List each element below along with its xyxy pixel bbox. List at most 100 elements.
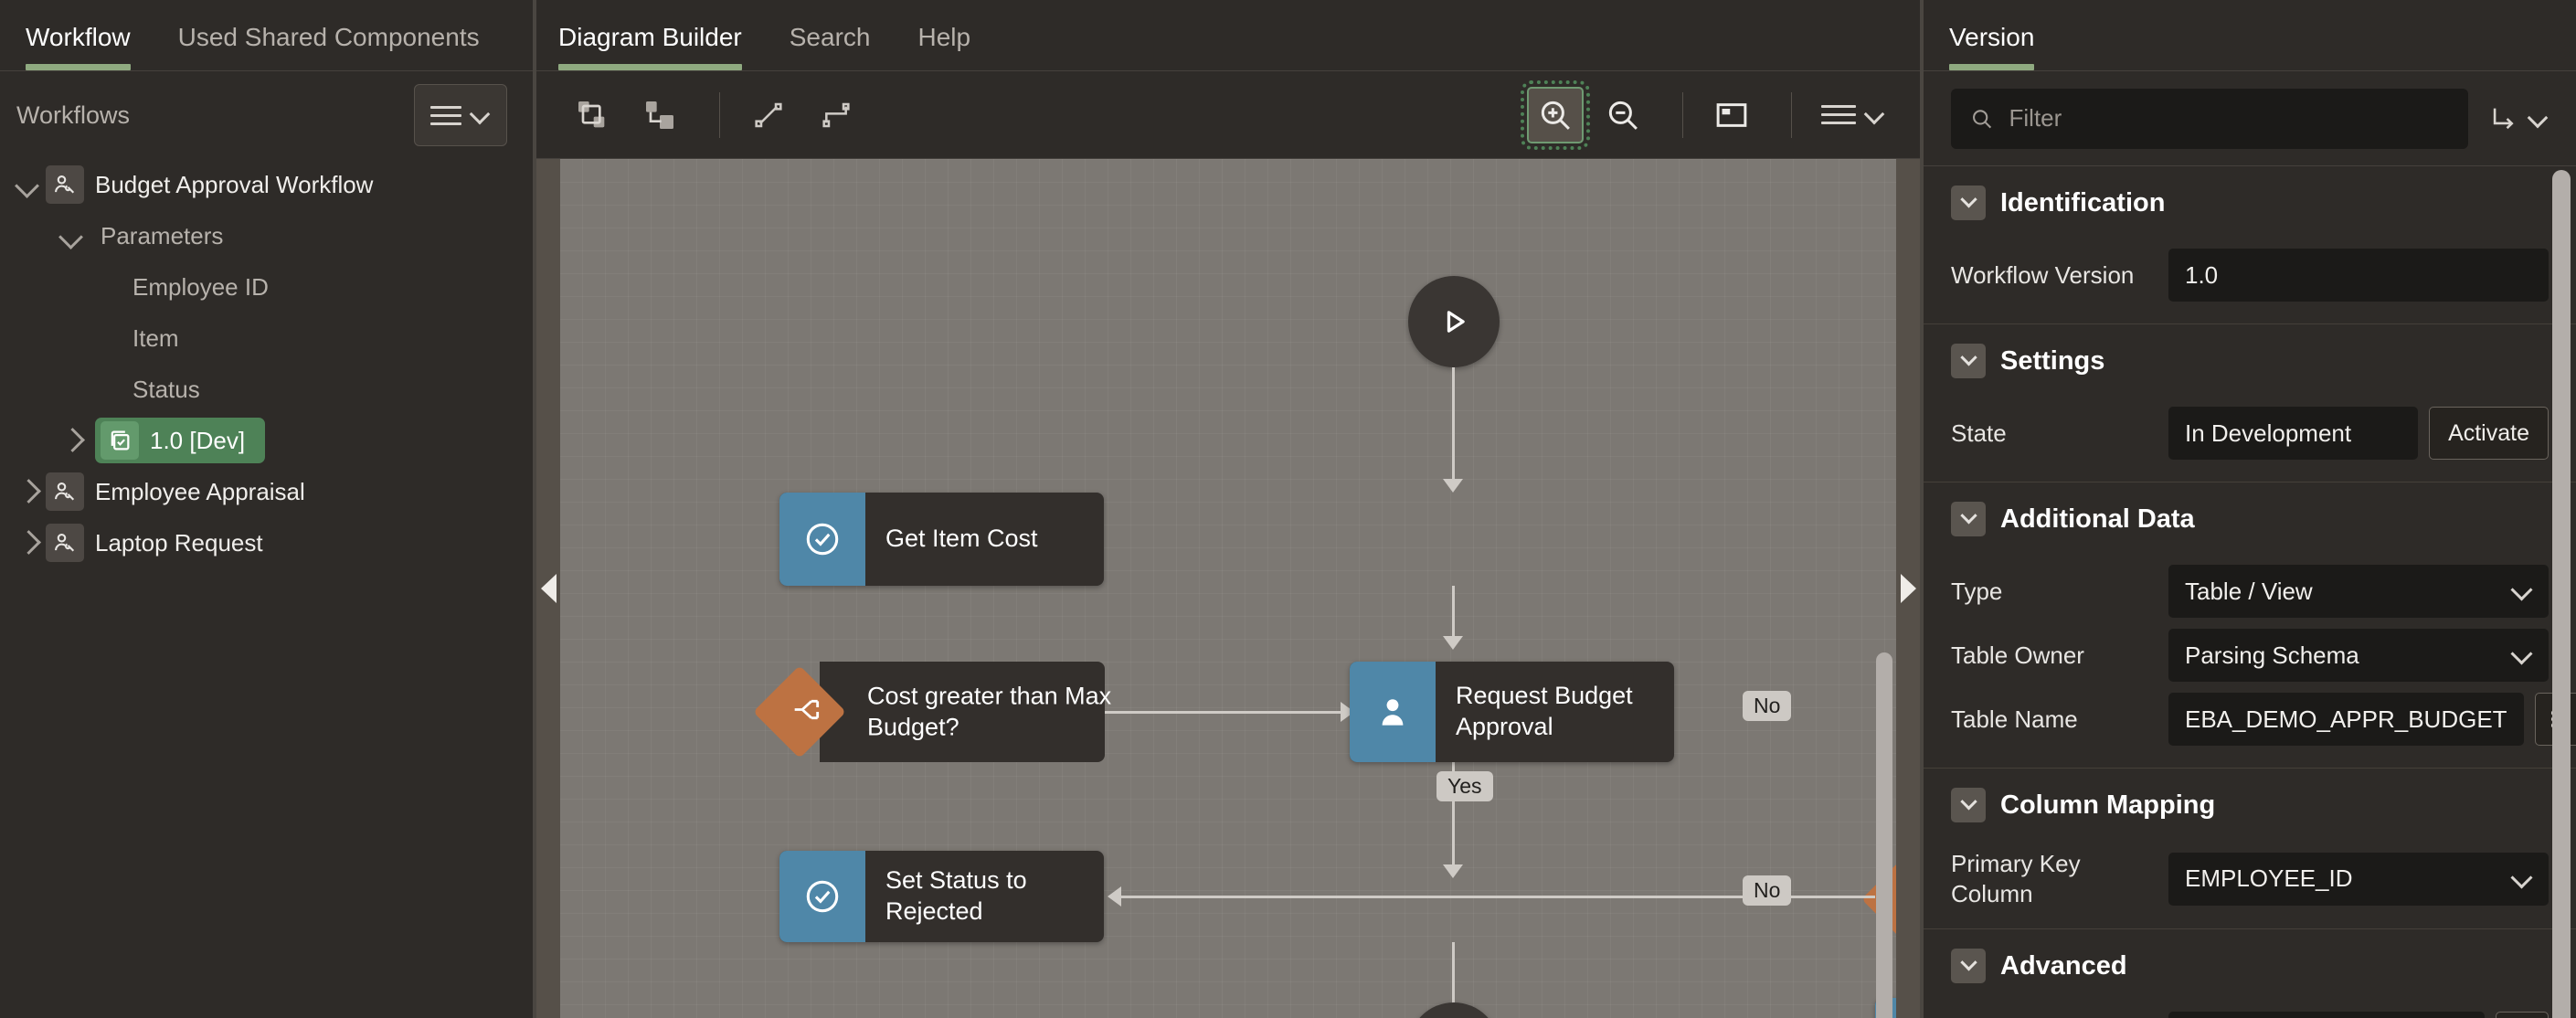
straight-connector-icon: [755, 102, 782, 127]
chevron-down-icon: [2528, 109, 2549, 129]
field-type: Type Table / View: [1951, 563, 2549, 620]
send-to-back-button[interactable]: [631, 87, 688, 143]
task-badge: [779, 493, 865, 586]
diagram-node-set-status-to-rejected[interactable]: Set Status to Rejected: [779, 851, 1104, 942]
diagram-node-end[interactable]: [1408, 1002, 1500, 1018]
table-owner-select[interactable]: Parsing Schema: [2168, 629, 2549, 682]
field-primary-key-column: Primary Key Column EMPLOYEE_ID: [1951, 849, 2549, 908]
chevron-down-icon[interactable]: [1951, 186, 1986, 220]
chevron-down-icon[interactable]: [53, 217, 90, 254]
primary-key-column-select[interactable]: EMPLOYEE_ID: [2168, 852, 2549, 906]
tab-used-shared-components[interactable]: Used Shared Components: [177, 23, 480, 51]
diagram-node-start[interactable]: [1408, 276, 1500, 367]
straight-connector-button[interactable]: [740, 87, 797, 143]
center-panel-tabbar: Diagram Builder Search Help: [536, 0, 1920, 71]
section-header[interactable]: Advanced: [1951, 929, 2549, 1002]
hamburger-icon: [430, 101, 461, 131]
field-label: Table Owner: [1951, 641, 2084, 669]
collapse-right-panel-handle[interactable]: [1896, 159, 1920, 1018]
arrow-down-icon: [1443, 636, 1463, 650]
zoom-out-icon: [1608, 101, 1638, 130]
fit-to-window-button[interactable]: [1703, 87, 1760, 143]
field-control: EMPLOYEE_ID: [2168, 852, 2549, 906]
chevron-down-icon: [1865, 105, 1885, 125]
workflow-version-input[interactable]: 1.0: [2168, 249, 2549, 302]
diagram-menu-button[interactable]: [1812, 87, 1894, 143]
field-state: State In Development Activate: [1951, 405, 2549, 461]
bring-to-front-button[interactable]: [564, 87, 620, 143]
tab-version[interactable]: Version: [1949, 23, 2056, 70]
tree-item-status[interactable]: Status: [0, 364, 533, 415]
diagram-node-get-item-cost[interactable]: Get Item Cost: [779, 493, 1104, 586]
type-select[interactable]: Table / View: [2168, 565, 2549, 618]
tab-search[interactable]: Search: [789, 23, 871, 51]
diagram-toolbar: [536, 71, 1920, 159]
debug-level-select[interactable]: - Select -: [2168, 1012, 2485, 1018]
filter-input-wrapper[interactable]: [1951, 88, 2468, 149]
canvas-vertical-scrollbar[interactable]: [1876, 652, 1892, 1018]
tree-item-parameters[interactable]: Parameters: [0, 210, 533, 261]
tree-item-version-1-0-dev[interactable]: 1.0 [Dev]: [0, 415, 533, 466]
chevron-right-icon[interactable]: [9, 473, 46, 510]
right-panel: Version Identification: [1920, 0, 2576, 1018]
debug-level-lov-button[interactable]: [2496, 1012, 2549, 1018]
filter-input[interactable]: [2009, 104, 2450, 133]
field-label: Primary Key Column: [1951, 850, 2081, 907]
switch-icon: [789, 692, 825, 733]
tree-item-label: Item: [133, 323, 179, 352]
chevron-right-icon[interactable]: [9, 525, 46, 561]
check-circle-icon: [806, 880, 839, 913]
tree-item-label: Employee ID: [133, 272, 269, 301]
zoom-out-button[interactable]: [1595, 87, 1651, 143]
chevron-down-icon: [2514, 646, 2532, 664]
section-header[interactable]: Column Mapping: [1951, 769, 2549, 842]
diagram-node-cost-greater-than-max-budget[interactable]: Cost greater than Max Budget?: [753, 662, 1111, 762]
chevron-down-icon[interactable]: [1951, 788, 1986, 822]
right-panel-scrollbar[interactable]: [2552, 170, 2571, 1018]
play-icon: [1447, 311, 1465, 333]
edge-decision2-no-to-set-status-rejected: [1121, 896, 1875, 898]
check-circle-icon: [806, 523, 839, 556]
chevron-down-icon[interactable]: [1951, 502, 1986, 536]
workflow-icon: [46, 165, 84, 204]
tab-workflow[interactable]: Workflow: [26, 23, 153, 70]
field-table-owner: Table Owner Parsing Schema: [1951, 627, 2549, 684]
activate-button[interactable]: Activate: [2429, 407, 2549, 460]
tab-diagram-builder[interactable]: Diagram Builder: [558, 23, 764, 70]
workflows-menu-button[interactable]: [414, 84, 507, 146]
field-workflow-version: Workflow Version 1.0: [1951, 247, 2549, 303]
tab-help[interactable]: Help: [917, 23, 971, 51]
tree-item-label: Budget Approval Workflow: [95, 170, 374, 198]
table-name-input[interactable]: EBA_DEMO_APPR_BUDGET: [2168, 693, 2524, 746]
panel-actions-button[interactable]: [2488, 103, 2549, 134]
diagram-node-request-budget-approval[interactable]: Request Budget Approval: [1350, 662, 1674, 762]
fit-to-window-icon: [1716, 102, 1747, 127]
chevron-down-icon[interactable]: [1951, 949, 1986, 983]
tree-item-budget-approval-workflow[interactable]: Budget Approval Workflow: [0, 159, 533, 210]
edge-label-no: No: [1743, 691, 1792, 721]
section-header[interactable]: Identification: [1951, 166, 2549, 239]
tree-item-employee-appraisal[interactable]: Employee Appraisal: [0, 466, 533, 517]
edge-label-yes: Yes: [1436, 771, 1493, 801]
node-label: Cost greater than Max Budget?: [867, 682, 1112, 740]
chevron-down-icon[interactable]: [9, 166, 46, 203]
bring-to-front-icon: [578, 101, 605, 127]
edge-set-status-rejected-to-end: [1452, 942, 1455, 1018]
arrow-left-icon: [1108, 886, 1121, 907]
chevron-right-icon[interactable]: [53, 422, 90, 459]
diagram-canvas[interactable]: Get Item Cost Cost greater than Max Budg…: [536, 159, 1920, 1018]
workflow-icon: [46, 472, 84, 511]
human-task-badge: [1350, 662, 1436, 762]
tree-item-item[interactable]: Item: [0, 313, 533, 364]
selected-version-pill[interactable]: 1.0 [Dev]: [95, 418, 266, 463]
toolbar-separator: [719, 91, 720, 138]
chevron-down-icon[interactable]: [1951, 344, 1986, 378]
zoom-in-button[interactable]: [1521, 80, 1590, 150]
tree-item-employee-id[interactable]: Employee ID: [0, 261, 533, 313]
tree-item-laptop-request[interactable]: Laptop Request: [0, 517, 533, 568]
orthogonal-connector-button[interactable]: [808, 87, 864, 143]
collapse-left-panel-handle[interactable]: [536, 159, 560, 1018]
section-header[interactable]: Settings: [1951, 324, 2549, 398]
section-header[interactable]: Additional Data: [1951, 482, 2549, 556]
state-input[interactable]: In Development: [2168, 407, 2419, 460]
